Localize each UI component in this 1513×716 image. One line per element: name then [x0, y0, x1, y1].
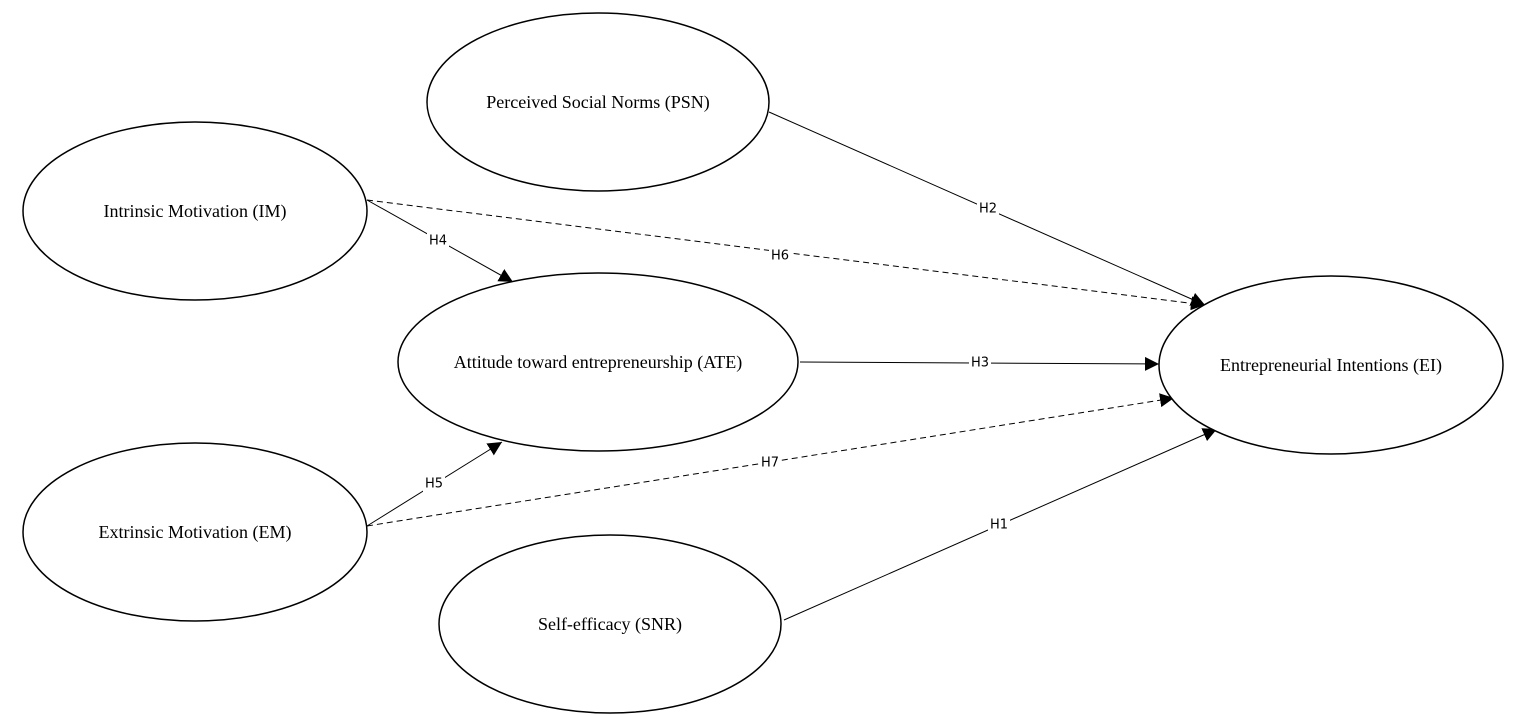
- node-psn: Perceived Social Norms (PSN): [426, 12, 770, 192]
- node-em: Extrinsic Motivation (EM): [22, 442, 368, 622]
- node-im: Intrinsic Motivation (IM): [22, 121, 368, 301]
- nodes-layer: Perceived Social Norms (PSN) Intrinsic Mo…: [22, 12, 1504, 714]
- edges-layer: [366, 111, 1218, 621]
- edge-h5-label: H5: [425, 477, 443, 492]
- edge-h1-label-group: H1: [988, 517, 1010, 533]
- edge-h7-label-group: H7: [759, 455, 781, 471]
- edge-h2-label-group: H2: [977, 201, 999, 217]
- edge-h4-label-group: H4: [427, 233, 449, 249]
- edge-h2-label-background: [977, 201, 999, 217]
- node-psn-label: Perceived Social Norms (PSN): [486, 92, 709, 113]
- edge-h4-label: H4: [429, 234, 447, 249]
- node-ate-label: Attitude toward entrepreneurship (ATE): [454, 352, 742, 373]
- node-em-ellipse: [22, 442, 368, 622]
- node-em-label: Extrinsic Motivation (EM): [99, 522, 292, 543]
- node-ate-ellipse: [397, 272, 799, 452]
- edge-h7-arrow: [366, 393, 1175, 527]
- edge-h3-label-group: H3: [969, 355, 991, 371]
- edge-h7-label: H7: [761, 456, 779, 471]
- node-se-ellipse: [438, 534, 782, 714]
- edge-h1-label: H1: [990, 518, 1008, 533]
- edge-h3-label: H3: [971, 356, 989, 371]
- edge-h6-label: H6: [771, 249, 789, 264]
- edge-h5-label-group: H5: [423, 476, 445, 492]
- edge-h2-label: H2: [979, 202, 997, 217]
- edge-h3-label-background: [969, 355, 991, 371]
- edge-h7-label-background: [759, 455, 781, 471]
- node-psn-ellipse: [426, 12, 770, 192]
- edge-h6-label-background: [769, 248, 791, 264]
- node-se-label: Self-efficacy (SNR): [538, 614, 682, 635]
- node-im-label: Intrinsic Motivation (IM): [104, 201, 287, 222]
- edge-h4-label-background: [427, 233, 449, 249]
- node-ate: Attitude toward entrepreneurship (ATE): [397, 272, 799, 452]
- node-im-ellipse: [22, 121, 368, 301]
- edge-h1-label-background: [988, 517, 1010, 533]
- node-ei-label: Entrepreneurial Intentions (EI): [1220, 355, 1442, 376]
- edge-h6-label-group: H6: [769, 248, 791, 264]
- node-se: Self-efficacy (SNR): [438, 534, 782, 714]
- node-ei-ellipse: [1158, 275, 1504, 455]
- node-ei: Entrepreneurial Intentions (EI): [1158, 275, 1504, 455]
- edge-h5-label-background: [423, 476, 445, 492]
